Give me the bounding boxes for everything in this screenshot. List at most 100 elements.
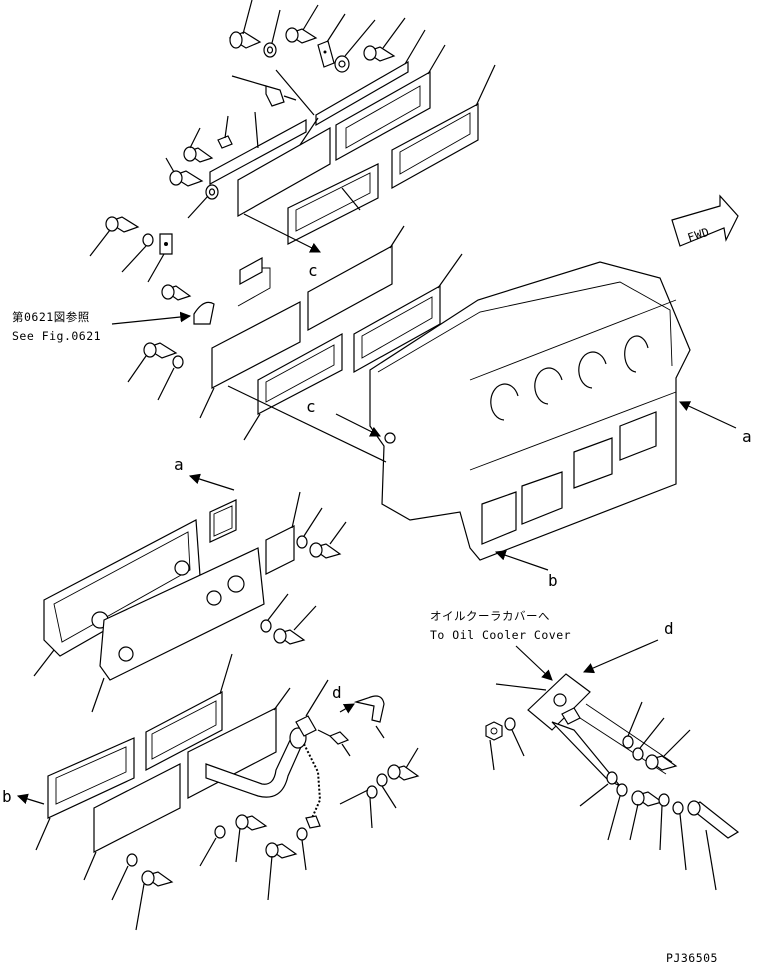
leader-to-c: [243, 213, 321, 253]
bolt-left-2: [165, 157, 204, 187]
bolt-mid-2: [161, 284, 192, 301]
drain-plug: [328, 731, 351, 757]
flange-leader: [495, 683, 547, 691]
washer-bottom-2: [296, 827, 308, 871]
washer-left-1: [187, 184, 219, 219]
callout-b-block: b: [548, 571, 558, 590]
washer-top-1: [263, 9, 281, 58]
middle-left-group: 第0621図参照 See Fig.0621: [12, 216, 463, 441]
ref-fig-jp: 第0621図参照: [12, 310, 90, 324]
ref-fig-en: See Fig.0621: [12, 329, 101, 343]
bolt-small-left: [217, 115, 233, 149]
bracket-clip: [193, 301, 215, 325]
clip-top: [317, 13, 346, 68]
cylinder-bores: [490, 335, 649, 421]
oil-cooler-jp: オイルクーラカバーへ: [430, 609, 550, 623]
gasket-lower: [243, 332, 343, 441]
gasket-upper-right: [391, 64, 496, 190]
callout-c-top: c: [308, 261, 318, 280]
leader-oil-cooler: [515, 645, 553, 681]
engine-block: c a b: [227, 261, 752, 590]
cover-bottom-1: [145, 653, 233, 771]
bolt-bottom-1: [235, 814, 268, 863]
strip-plate-middle: [209, 111, 307, 186]
flange-plate: [527, 673, 591, 731]
leader-a-block: [679, 401, 737, 429]
top-cover-group: c: [165, 0, 496, 280]
bolt-right-1: [645, 729, 691, 771]
cover-plate-upper-right: [335, 44, 446, 162]
leader-d-right: [583, 639, 659, 674]
bolt-lower-1: [309, 521, 347, 559]
bolt-bottom-2: [265, 842, 298, 901]
leader-c-block: [335, 413, 381, 437]
label-tag: [237, 256, 271, 307]
callout-d-lower: d: [332, 683, 342, 702]
bolt-bottom-3: [135, 870, 174, 931]
washer-lower-2: [260, 593, 289, 633]
oil-cooler-en: To Oil Cooler Cover: [430, 628, 571, 642]
callout-b-lower: b: [2, 787, 12, 806]
washer-lower-1: [296, 507, 323, 549]
cover-plate-middle: [237, 117, 331, 218]
cover-plate-lower: [199, 301, 301, 419]
drawing-number: PJ36505: [666, 951, 718, 965]
washer-bottom-3: [111, 853, 138, 901]
leader-b-lower: [16, 793, 45, 805]
block-assembly-line: [227, 385, 387, 463]
washer-top-2: [334, 19, 376, 73]
bolt-top-2: [285, 4, 319, 44]
bolt-top-3: [363, 17, 406, 62]
washer-right-0: [504, 717, 525, 757]
leader-d-lower: [339, 703, 355, 714]
bolt-mid-1: [89, 216, 140, 257]
washer-bottom-right: [376, 773, 397, 809]
leader-a-lower: [188, 473, 235, 491]
hose-elbow: [353, 695, 385, 739]
callout-c-block: c: [306, 397, 316, 416]
bolt-top-1: [228, 0, 262, 49]
fwd-label: FWD: [686, 225, 712, 245]
chain: [303, 743, 322, 829]
washer-mid-2: [157, 355, 184, 401]
gasket-middle: [287, 163, 379, 245]
bolt-right-2: [629, 790, 664, 841]
small-gasket: [209, 499, 237, 543]
washer-right-4: [607, 783, 628, 841]
ref-fig-leader: [111, 311, 192, 325]
callout-d-right: d: [664, 619, 674, 638]
lower-left-group: a: [33, 455, 347, 713]
washer-bottom-1: [199, 825, 226, 867]
elbow-fitting: [231, 69, 315, 116]
washer-mid-1: [121, 233, 154, 273]
cover-bottom-4: [83, 763, 181, 881]
washer-right-2: [632, 717, 665, 761]
cover-bottom-3: [35, 737, 135, 851]
assembly-line-bottom: [339, 789, 369, 805]
bolt-right-long: [687, 800, 740, 891]
washer-bottom-right-2: [366, 785, 378, 829]
bolt-mid-3: [127, 342, 178, 383]
nut-right: [485, 721, 503, 771]
washer-right-1: [622, 701, 643, 749]
callout-a-block: a: [742, 427, 752, 446]
bolt-bottom-right: [387, 747, 420, 781]
washer-right-5: [658, 793, 670, 851]
small-cover: [265, 491, 301, 575]
bracket-mid: [147, 233, 173, 283]
washer-right-6: [672, 801, 687, 871]
callout-a-lower: a: [174, 455, 184, 474]
fwd-indicator: FWD: [671, 194, 739, 247]
bolt-lower-2: [273, 605, 317, 645]
washer-right-3: [579, 771, 618, 807]
block-port-c: [384, 432, 396, 444]
block-side-covers: [481, 411, 657, 545]
oil-cooler-cover: [91, 547, 265, 713]
oil-cooler-gasket: [33, 519, 201, 677]
bottom-left-group: b d: [2, 653, 420, 931]
bolt-left-1: [183, 127, 214, 163]
leader-b-block: [494, 550, 549, 571]
bottom-right-group: オイルクーラカバーへ To Oil Cooler Cover d: [430, 609, 740, 891]
cover-plate-c: [307, 225, 405, 332]
